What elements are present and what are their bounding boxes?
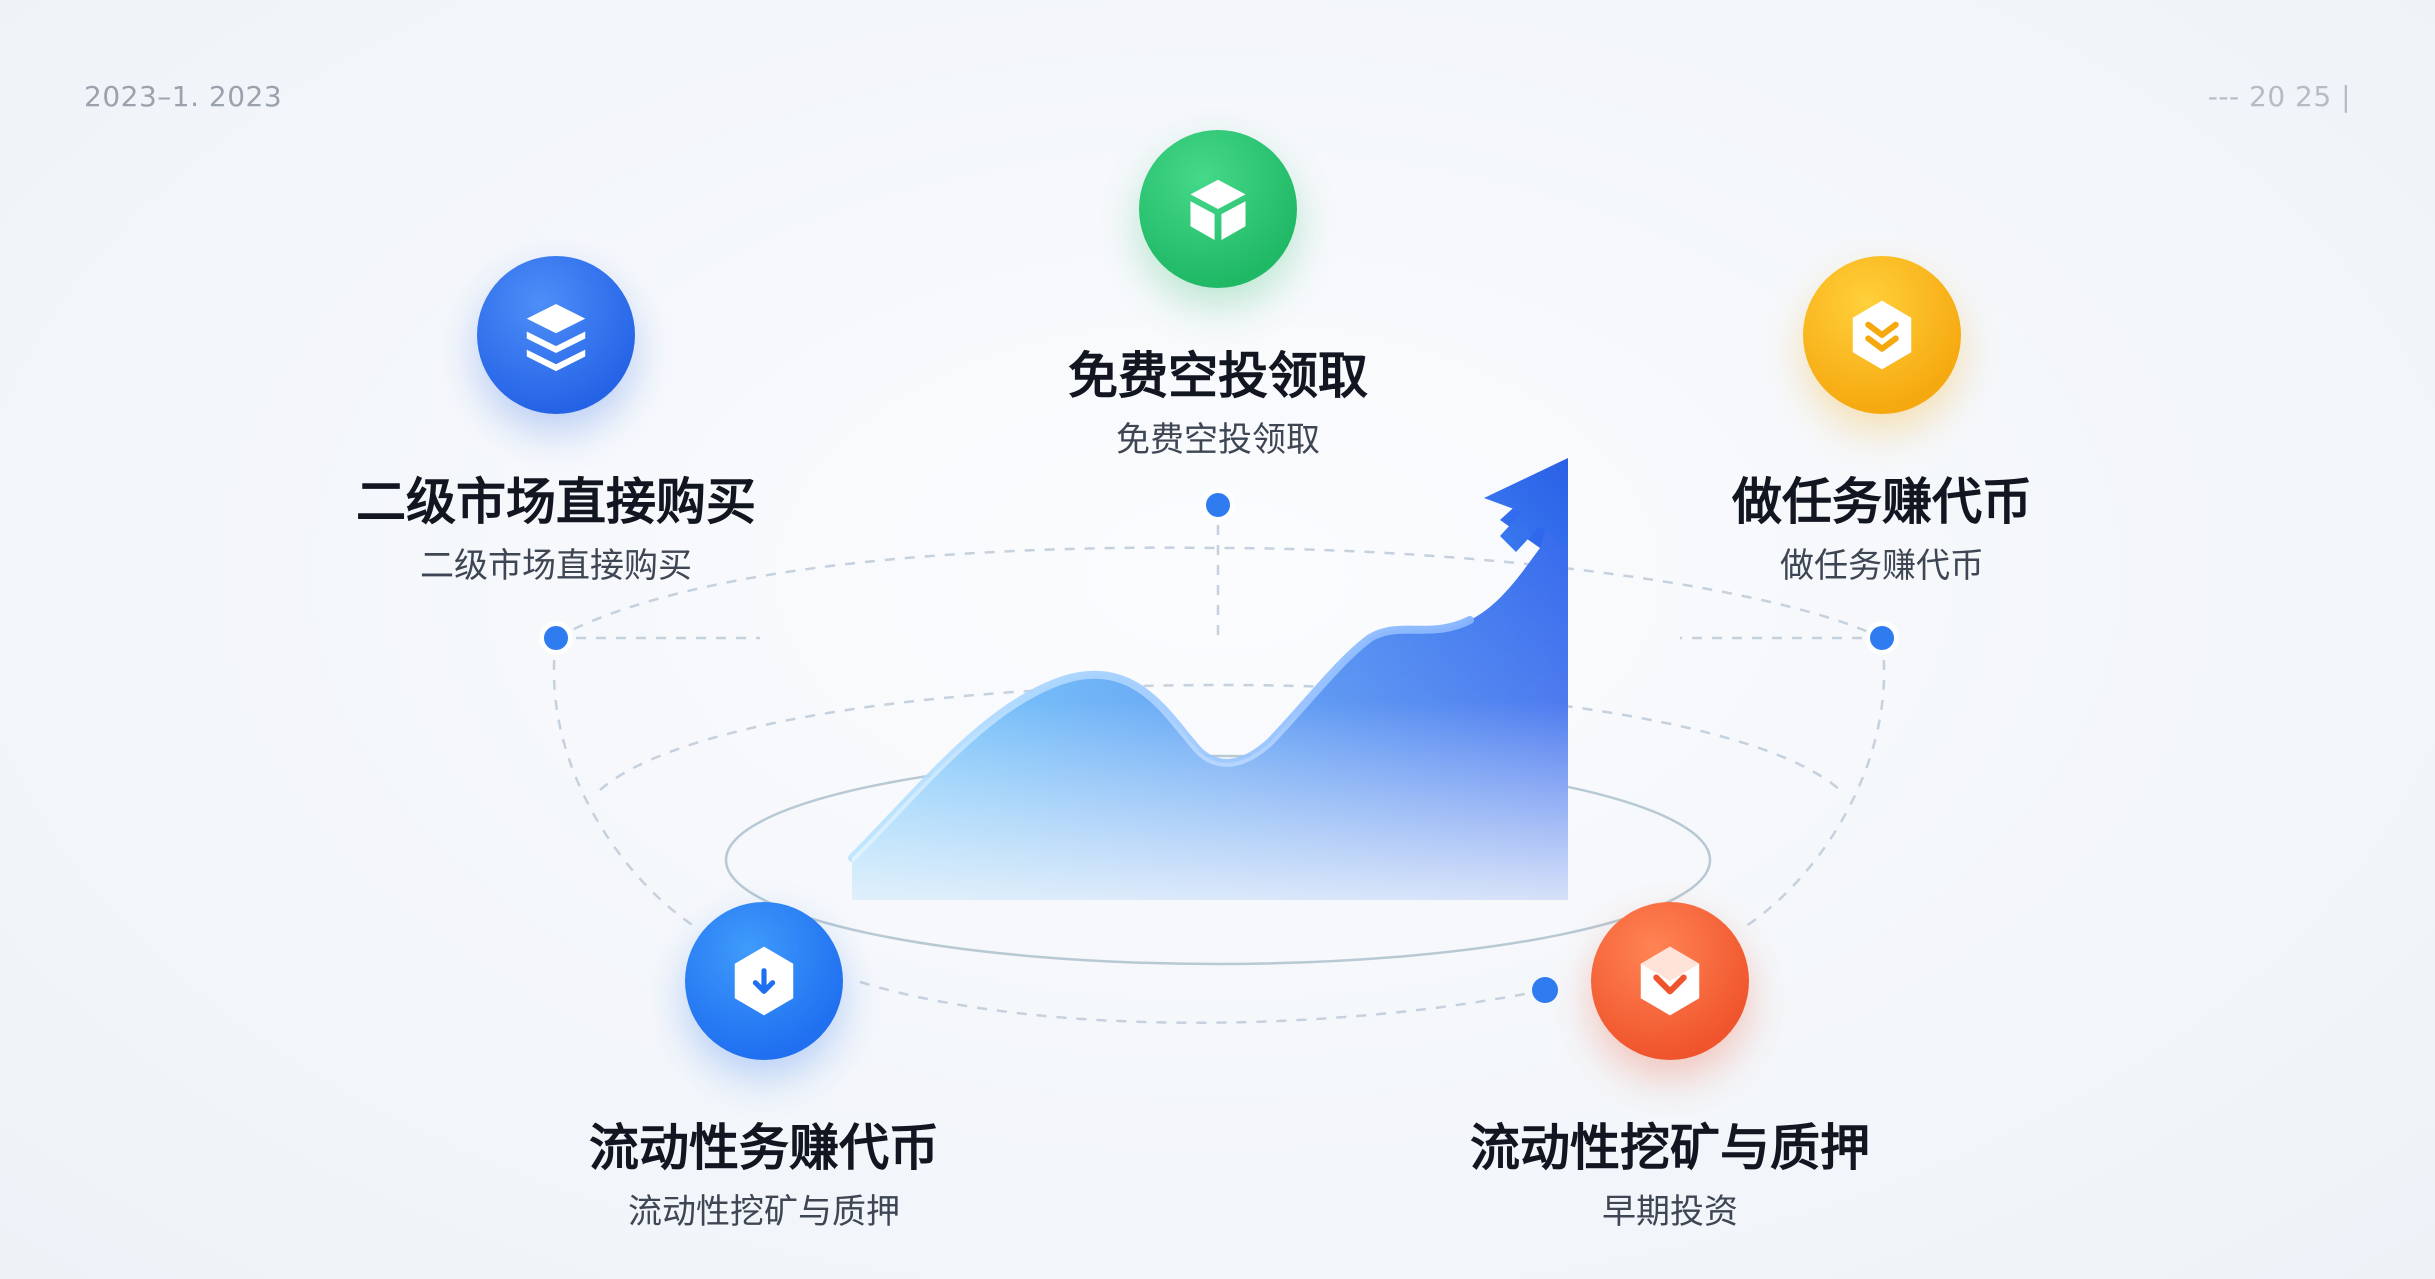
node-staking: 流动性挖矿与质押 早期投资 — [1410, 902, 1930, 1234]
dot-bottom — [1532, 977, 1558, 1003]
dot-right-inner — [1870, 626, 1894, 650]
header-left-date: 2023–1. 2023 — [84, 80, 283, 113]
layers-icon — [477, 256, 635, 414]
check-box-icon — [1591, 902, 1749, 1060]
node-tasks-subtitle: 做任务赚代币 — [1780, 546, 1984, 586]
node-liquidity-subtitle: 流动性挖矿与质押 — [628, 1192, 900, 1232]
orbit-bottom-arc — [859, 980, 1546, 1024]
chevron-down-icon — [1803, 256, 1961, 414]
orbit-inner-ellipse-top — [599, 683, 1841, 791]
orbit-lines — [552, 505, 1886, 1024]
orbit-right-arc — [1739, 639, 1886, 932]
node-tasks-title: 做任务赚代币 — [1732, 473, 2032, 531]
node-tasks: 做任务赚代币 做任务赚代币 — [1622, 256, 2142, 588]
orbit-outer-ring — [555, 546, 1883, 640]
header-right-date: --- 20 25 | — [2207, 80, 2351, 113]
node-airdrop-title: 免费空投领取 — [1068, 347, 1368, 405]
dot-top-inner — [1206, 493, 1230, 517]
dot-left-inner — [544, 626, 568, 650]
node-staking-subtitle: 早期投资 — [1602, 1192, 1738, 1232]
growth-area-chart — [848, 458, 1568, 900]
box-icon — [1139, 130, 1297, 288]
arrow-head — [1484, 458, 1568, 552]
base-ellipse — [724, 754, 1712, 966]
orbit-left-arc — [552, 639, 701, 932]
node-staking-title: 流动性挖矿与质押 — [1470, 1119, 1870, 1177]
node-airdrop: 免费空投领取 免费空投领取 — [958, 130, 1478, 462]
node-liquidity: 流动性务赚代币 流动性挖矿与质押 — [504, 902, 1024, 1234]
connector-dots — [539, 488, 1899, 1003]
node-liquidity-title: 流动性务赚代币 — [589, 1119, 939, 1177]
node-secondary-market-title: 二级市场直接购买 — [356, 473, 756, 531]
download-shield-icon — [685, 902, 843, 1060]
area-fade — [852, 458, 1568, 900]
node-secondary-market-subtitle: 二级市场直接购买 — [420, 546, 692, 586]
node-secondary-market: 二级市场直接购买 二级市场直接购买 — [296, 256, 816, 588]
node-airdrop-subtitle: 免费空投领取 — [1116, 420, 1320, 460]
